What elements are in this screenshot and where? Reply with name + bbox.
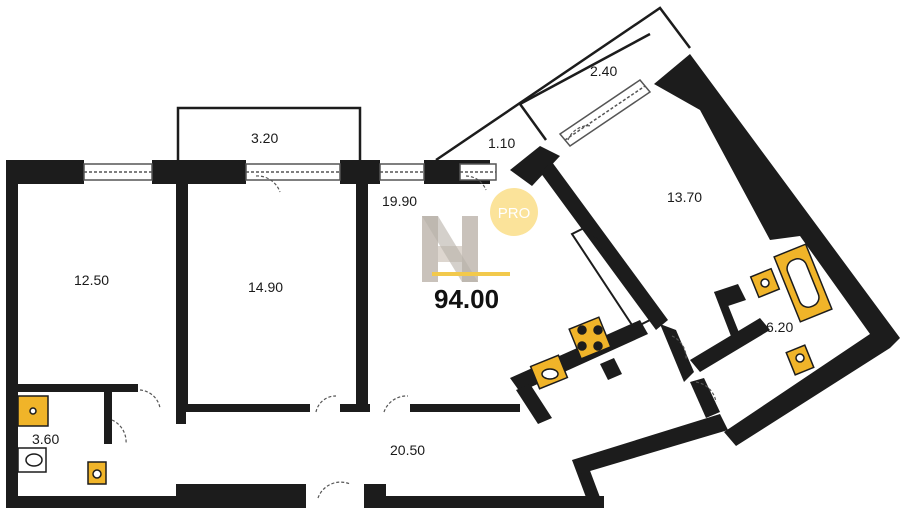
room-area-label: 14.90 <box>248 279 283 295</box>
area-labels: 12.50 14.90 19.90 13.70 6.20 3.60 20.50 … <box>32 63 793 458</box>
balconies <box>176 6 691 162</box>
windows <box>83 78 652 181</box>
brand-logo <box>422 216 510 282</box>
room-area-label: 1.10 <box>488 135 515 151</box>
wardrobe-outline <box>570 224 652 330</box>
room-area-label: 19.90 <box>382 193 417 209</box>
total-area: 94.00 <box>434 284 499 314</box>
pro-badge: PRO <box>490 188 538 236</box>
door-swings <box>111 125 717 499</box>
room-area-label: 20.50 <box>390 442 425 458</box>
accent-line <box>432 272 510 276</box>
fixtures <box>17 243 833 485</box>
room-area-label: 13.70 <box>667 189 702 205</box>
room-area-label: 3.20 <box>251 130 278 146</box>
room-area-label: 2.40 <box>590 63 617 79</box>
room-area-label: 6.20 <box>766 319 793 335</box>
room-area-label: 12.50 <box>74 272 109 288</box>
room-area-label: 3.60 <box>32 431 59 447</box>
pro-badge-label: PRO <box>498 205 531 222</box>
